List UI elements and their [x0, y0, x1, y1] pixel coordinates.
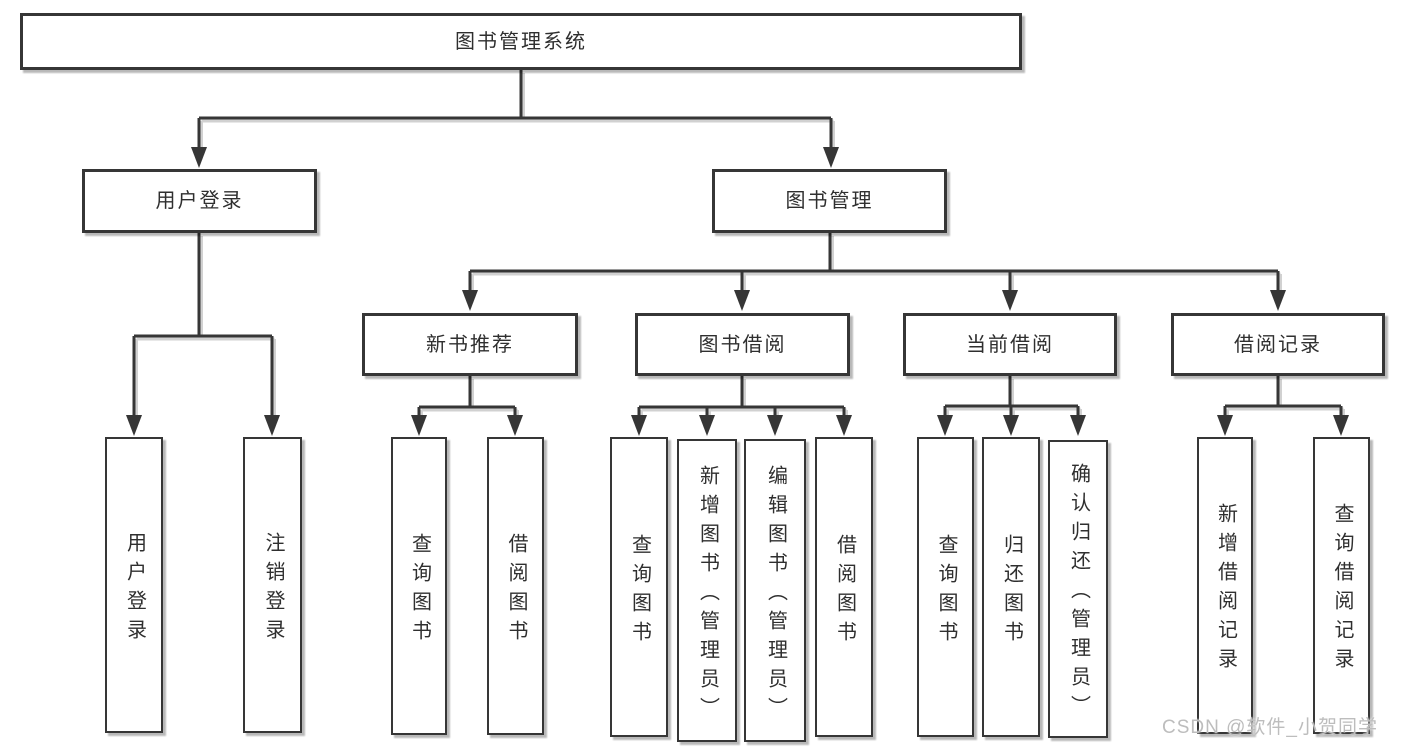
leaf-borrow-books-borrowing: 借阅图书 — [815, 437, 873, 737]
node-user-login-label: 用户登录 — [155, 190, 244, 212]
watermark: CSDN @软件_小贺同学 — [1162, 717, 1378, 738]
leaf-add-borrow-record: 新增借阅记录 — [1197, 437, 1253, 734]
node-borrow-records: 借阅记录 — [1171, 313, 1385, 376]
leaf-logout: 注销登录 — [243, 437, 302, 733]
leaf-confirm-return-admin: 确认归还（管理员） — [1048, 440, 1108, 738]
node-new-book-recommend: 新书推荐 — [362, 313, 578, 376]
node-root: 图书管理系统 — [20, 13, 1022, 70]
leaf-query-borrow-record-label: 查询借阅记录 — [1331, 503, 1353, 677]
leaf-borrow-books-recommend: 借阅图书 — [487, 437, 544, 735]
leaf-confirm-return-admin-label: 确认归还（管理员） — [1067, 463, 1090, 724]
leaf-query-books-borrowing-label: 查询图书 — [628, 533, 651, 650]
leaf-add-book-admin-label: 新增图书（管理员） — [696, 464, 719, 726]
connector-main — [126, 70, 1349, 436]
leaf-edit-book-admin: 编辑图书（管理员） — [744, 439, 806, 742]
leaf-query-borrow-record: 查询借阅记录 — [1313, 437, 1370, 734]
node-borrow-records-label: 借阅记录 — [1234, 333, 1322, 356]
node-current-borrowing: 当前借阅 — [903, 313, 1117, 376]
leaf-user-login: 用户登录 — [105, 437, 163, 733]
node-book-management-label: 图书管理 — [785, 190, 874, 212]
leaf-query-books-borrowing: 查询图书 — [610, 437, 668, 737]
node-book-borrowing-label: 图书借阅 — [698, 333, 787, 356]
node-user-login: 用户登录 — [82, 169, 317, 233]
node-new-book-recommend-label: 新书推荐 — [426, 333, 514, 356]
leaf-borrow-books-recommend-label: 借阅图书 — [505, 532, 527, 649]
leaf-user-login-label: 用户登录 — [123, 531, 146, 648]
node-current-borrowing-label: 当前借阅 — [966, 333, 1054, 356]
leaf-return-books: 归还图书 — [982, 437, 1040, 737]
node-book-management: 图书管理 — [712, 169, 947, 233]
leaf-borrow-books-borrowing-label: 借阅图书 — [833, 533, 856, 650]
leaf-add-borrow-record-label: 新增借阅记录 — [1214, 503, 1237, 677]
leaf-edit-book-admin-label: 编辑图书（管理员） — [764, 464, 787, 726]
leaf-query-books-current: 查询图书 — [917, 437, 974, 737]
leaf-query-books-recommend: 查询图书 — [391, 437, 447, 735]
leaf-return-books-label: 归还图书 — [1000, 533, 1023, 650]
leaf-add-book-admin: 新增图书（管理员） — [677, 439, 737, 742]
leaf-query-books-recommend-label: 查询图书 — [408, 532, 431, 649]
leaf-logout-label: 注销登录 — [262, 531, 284, 648]
leaf-query-books-current-label: 查询图书 — [935, 533, 957, 650]
node-book-borrowing: 图书借阅 — [635, 313, 850, 376]
node-root-label: 图书管理系统 — [455, 30, 587, 53]
